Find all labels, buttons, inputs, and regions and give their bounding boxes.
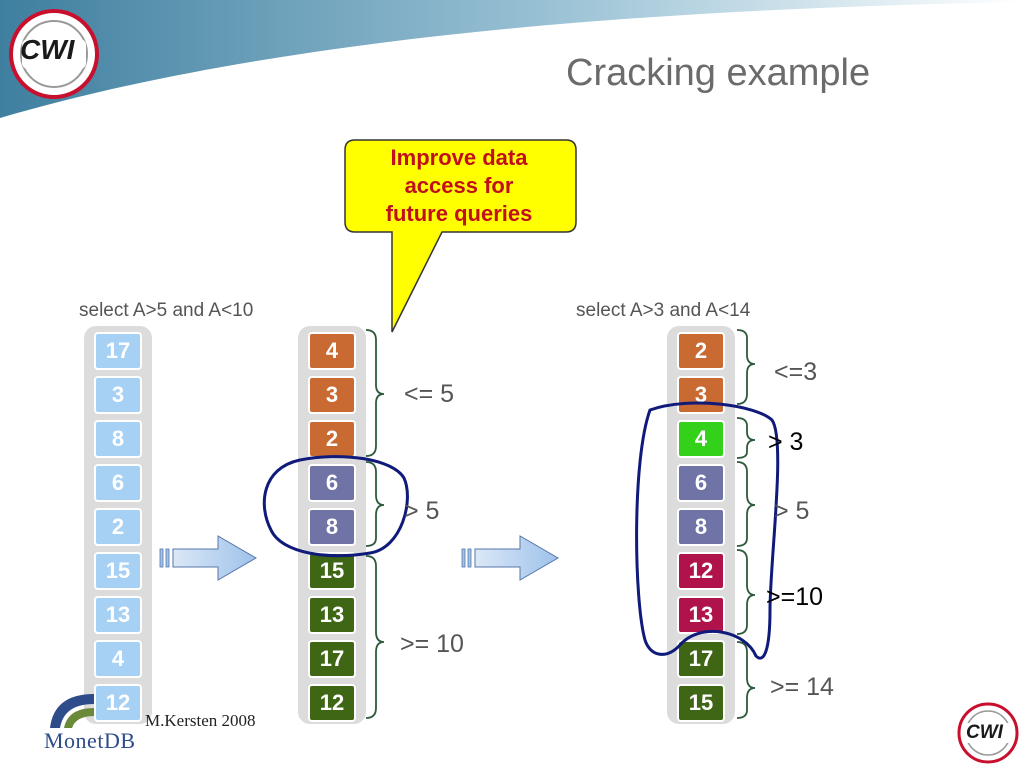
cwi-logo (9, 9, 99, 99)
cwi-logo-text: CWI (20, 34, 75, 65)
range-label: >=10 (766, 583, 824, 611)
cell-6: 6 (677, 464, 725, 502)
cell-6: 6 (94, 464, 142, 502)
cell-17: 17 (94, 332, 142, 370)
slide-title: Cracking example (566, 52, 871, 94)
callout-bubble (344, 139, 577, 333)
range-label: >= 10 (400, 630, 464, 658)
query-1: select A>5 and A<10 (79, 300, 254, 321)
cell-4: 4 (94, 640, 142, 678)
monetdb-logo-icon (50, 694, 94, 728)
range-label: <=3 (774, 358, 818, 386)
range-label: > 5 (404, 497, 440, 525)
right-arrow-icon (461, 535, 559, 581)
cell-12: 12 (308, 684, 356, 722)
cell-8: 8 (308, 508, 356, 546)
callout-line-1: Improve data (390, 145, 528, 170)
cell-2: 2 (308, 420, 356, 458)
range-label: > 5 (774, 497, 810, 525)
cell-12: 12 (677, 552, 725, 590)
range-label: > 3 (768, 428, 804, 456)
cell-3: 3 (94, 376, 142, 414)
cell-17: 17 (677, 640, 725, 678)
range-label: >= 14 (770, 673, 834, 701)
cell-15: 15 (94, 552, 142, 590)
callout-text: Improve data access for future queries (346, 144, 572, 228)
cell-6: 6 (308, 464, 356, 502)
cell-13: 13 (94, 596, 142, 634)
cell-15: 15 (677, 684, 725, 722)
highlight-loop (635, 401, 780, 660)
monetdb-logo-text: MonetDB (44, 728, 136, 753)
cell-12: 12 (94, 684, 142, 722)
callout-line-3: future queries (385, 201, 533, 226)
column-cracked-2: 2 3 4 6 8 12 13 17 15 (667, 326, 735, 724)
cell-13: 13 (308, 596, 356, 634)
brace-icon (736, 329, 756, 719)
cwi-logo-small (957, 702, 1019, 764)
cell-15: 15 (308, 552, 356, 590)
cell-8: 8 (94, 420, 142, 458)
brace-icon (365, 329, 385, 719)
cell-2: 2 (677, 332, 725, 370)
range-label: <= 5 (404, 380, 455, 408)
cell-3: 3 (677, 376, 725, 414)
cell-3: 3 (308, 376, 356, 414)
callout-line-2: access for (404, 173, 514, 198)
query-2: select A>3 and A<14 (576, 300, 751, 321)
cell-8: 8 (677, 508, 725, 546)
footer-author: M.Kersten 2008 (145, 711, 256, 730)
right-arrow-icon (159, 535, 257, 581)
cell-4: 4 (677, 420, 725, 458)
column-cracked-1: 4 3 2 6 8 15 13 17 12 (298, 326, 366, 724)
cell-2: 2 (94, 508, 142, 546)
cwi-logo-small-text: CWI (966, 722, 1003, 743)
header-swoosh (0, 0, 1024, 118)
highlight-loop (262, 455, 409, 558)
column-original: 17 3 8 6 2 15 13 4 12 (84, 326, 152, 724)
cell-17: 17 (308, 640, 356, 678)
cell-4: 4 (308, 332, 356, 370)
